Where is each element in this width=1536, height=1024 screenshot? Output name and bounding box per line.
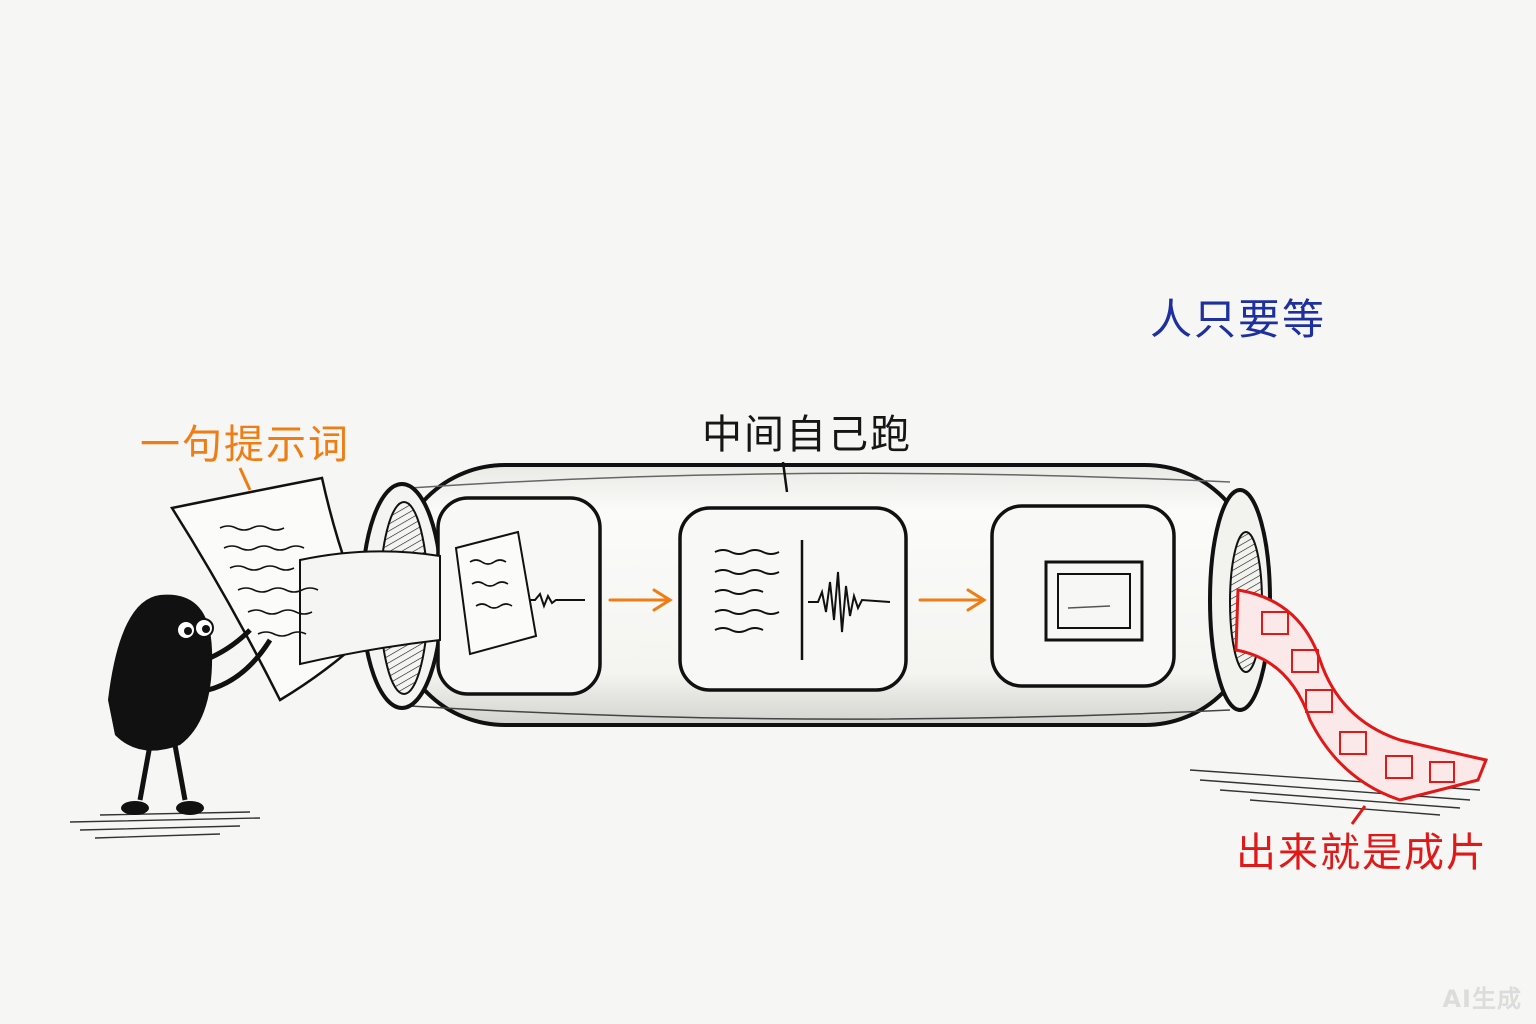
video-frame-icon [1044,560,1144,642]
label-prompt: 一句提示词 [140,422,350,468]
waveform-icon [808,571,891,633]
paper-sheet-icon [169,476,538,702]
window-3 [990,504,1176,688]
pointer-output [1350,805,1367,825]
ground-shadow-right [1189,769,1481,816]
arrow-right-icon [608,588,673,612]
creature-icon [108,594,273,815]
text-lines-icon [714,549,780,633]
film-strip-icon [1234,588,1489,802]
window-2 [678,506,908,692]
label-middle: 中间自己跑 [702,412,912,458]
arrow-right-icon [918,588,987,612]
ground-shadow-left [69,811,261,839]
watermark: AI生成 [1442,985,1522,1013]
waveform-icon [520,591,585,609]
pointer-middle [781,461,789,493]
label-wait: 人只要等 [1150,295,1327,344]
pointer-prompt [238,467,252,491]
label-output: 出来就是成片 [1236,830,1488,876]
